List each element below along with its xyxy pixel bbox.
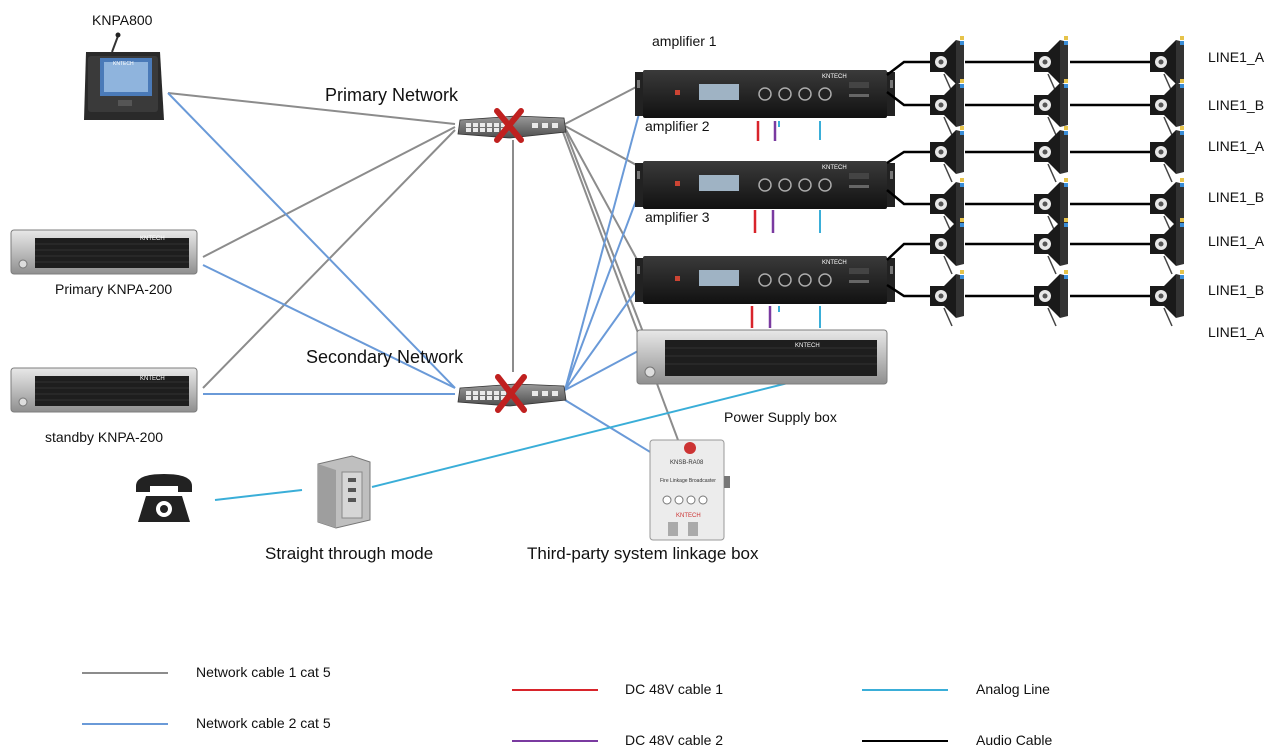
line-label: LINE1_B bbox=[1208, 97, 1265, 113]
primary-knpa200-device bbox=[10, 229, 198, 275]
legend-label-dc-1: DC 48V cable 1 bbox=[625, 681, 724, 697]
secondary-network-label: Secondary Network bbox=[306, 347, 464, 367]
linkage-box-device bbox=[649, 439, 730, 541]
telephone-icon bbox=[136, 474, 192, 522]
standby-knpa200-brand-text: KNTECH bbox=[140, 376, 165, 382]
amplifier-2-device bbox=[634, 160, 896, 210]
amplifier-1-brand-text: KNTECH bbox=[822, 74, 847, 80]
line-label: LINE1_B bbox=[1208, 189, 1265, 205]
standby-knpa200-device bbox=[10, 367, 198, 413]
primary-knpa200-brand-text: KNTECH bbox=[140, 236, 165, 242]
dc-48v-cable-2-lines bbox=[768, 121, 777, 328]
amplifier-3-label: amplifier 3 bbox=[645, 209, 710, 225]
network-cable-1-lines bbox=[167, 84, 679, 441]
primary-knpa200-label: Primary KNPA-200 bbox=[55, 281, 173, 297]
legend-label-network-1: Network cable 1 cat 5 bbox=[196, 664, 331, 680]
legend-swatch-analog bbox=[862, 689, 948, 691]
standby-knpa200-label: standby KNPA-200 bbox=[45, 429, 164, 445]
primary-network-failure-x bbox=[494, 108, 524, 143]
straight-through-module bbox=[317, 455, 371, 529]
amplifier-1-device bbox=[634, 69, 896, 119]
speaker-chains bbox=[886, 35, 1185, 327]
linkage-panel-brand-text: KNTECH bbox=[676, 513, 701, 519]
legend-swatch-network-2 bbox=[82, 723, 168, 725]
power-supply-box-label: Power Supply box bbox=[724, 409, 837, 425]
primary-network-label: Primary Network bbox=[325, 85, 459, 105]
legend-swatch-audio bbox=[862, 740, 948, 742]
linkage-box-label: Third-party system linkage box bbox=[527, 544, 759, 563]
line-label: LINE1_A bbox=[1208, 138, 1265, 154]
line-label: LINE1_B bbox=[1208, 282, 1265, 298]
amplifier-1-label: amplifier 1 bbox=[652, 33, 717, 49]
power-supply-brand-text: KNTECH bbox=[795, 343, 820, 349]
amplifier-3-brand-text: KNTECH bbox=[822, 260, 847, 266]
amplifier-2-label: amplifier 2 bbox=[645, 118, 710, 134]
knpa800-console bbox=[84, 32, 164, 120]
line-label: LINE1_A bbox=[1208, 49, 1265, 65]
line-label: LINE1_A bbox=[1208, 324, 1265, 340]
knpa800-label: KNPA800 bbox=[92, 12, 153, 28]
amplifier-3-device bbox=[634, 255, 896, 305]
legend-swatch-dc-2 bbox=[512, 740, 598, 742]
secondary-network-failure-x bbox=[495, 374, 527, 413]
legend-swatch-network-1 bbox=[82, 672, 168, 674]
legend-label-audio: Audio Cable bbox=[976, 732, 1053, 748]
straight-through-label: Straight through mode bbox=[265, 544, 434, 563]
linkage-panel-model-text: KNSB-RA08 bbox=[670, 460, 704, 466]
analog-lines bbox=[214, 121, 821, 501]
legend-label-network-2: Network cable 2 cat 5 bbox=[196, 715, 331, 731]
line-label: LINE1_A bbox=[1208, 233, 1265, 249]
power-supply-box-device bbox=[636, 329, 888, 385]
knpa800-brand-text: KNTECH bbox=[113, 61, 134, 67]
legend-label-dc-2: DC 48V cable 2 bbox=[625, 732, 724, 748]
network-cable-2-lines bbox=[167, 92, 661, 459]
linkage-panel-title-text: Fire Linkage Broadcaster bbox=[660, 478, 716, 484]
dc-48v-cable-1-lines bbox=[750, 121, 760, 328]
amplifier-2-brand-text: KNTECH bbox=[822, 165, 847, 171]
legend-swatch-dc-1 bbox=[512, 689, 598, 691]
legend-label-analog: Analog Line bbox=[976, 681, 1050, 697]
